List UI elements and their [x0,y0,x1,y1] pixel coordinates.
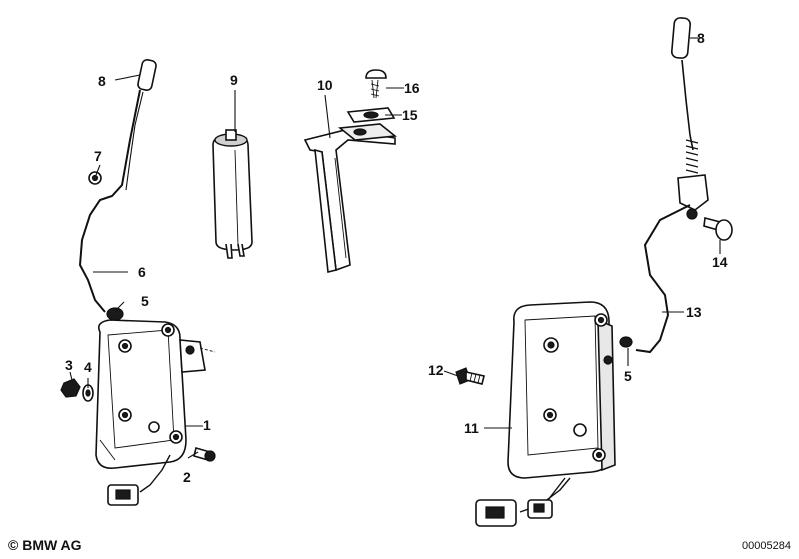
label-14: 14 [712,254,728,270]
part-right-rod-bracket [677,174,709,220]
copyright-text: © BMW AG [8,537,82,553]
part-8-left-knob [125,59,157,191]
label-13: 13 [686,304,702,320]
label-16: 16 [404,80,420,96]
label-8-right: 8 [697,30,705,46]
part-10-bracket [303,123,398,273]
part-7-clip [88,171,102,185]
label-11: 11 [464,420,479,436]
part-6-left-rod [78,89,141,313]
label-5-left: 5 [141,293,149,309]
label-10: 10 [317,77,333,93]
part-15-plate [346,107,396,123]
label-7: 7 [94,148,102,164]
label-5-right: 5 [624,368,632,384]
part-16-screw [365,69,387,99]
label-6: 6 [138,264,146,280]
part-5-right-grommet [619,336,633,348]
part-9-cylinder [212,129,253,259]
part-14-pin [703,216,733,241]
diagram-code: 00005284 [742,540,791,552]
part-13-wire [635,204,691,354]
part-2-screw [193,447,216,462]
part-12-bolt [455,367,485,385]
connector-plug-right [475,499,553,527]
label-4: 4 [84,359,92,375]
part-3-nut [60,378,81,398]
connector-plug-left [107,484,139,506]
label-9: 9 [230,72,238,88]
label-15: 15 [402,107,418,123]
label-1: 1 [203,417,211,433]
part-11-actuator [507,301,616,513]
part-8-right-knob [670,17,699,174]
label-3: 3 [65,357,73,373]
label-8-left: 8 [98,73,106,89]
part-1-actuator [95,319,216,493]
label-2: 2 [183,469,191,485]
part-5-left-grommet [106,307,124,321]
leader-lines [69,37,721,459]
label-12: 12 [428,362,444,378]
